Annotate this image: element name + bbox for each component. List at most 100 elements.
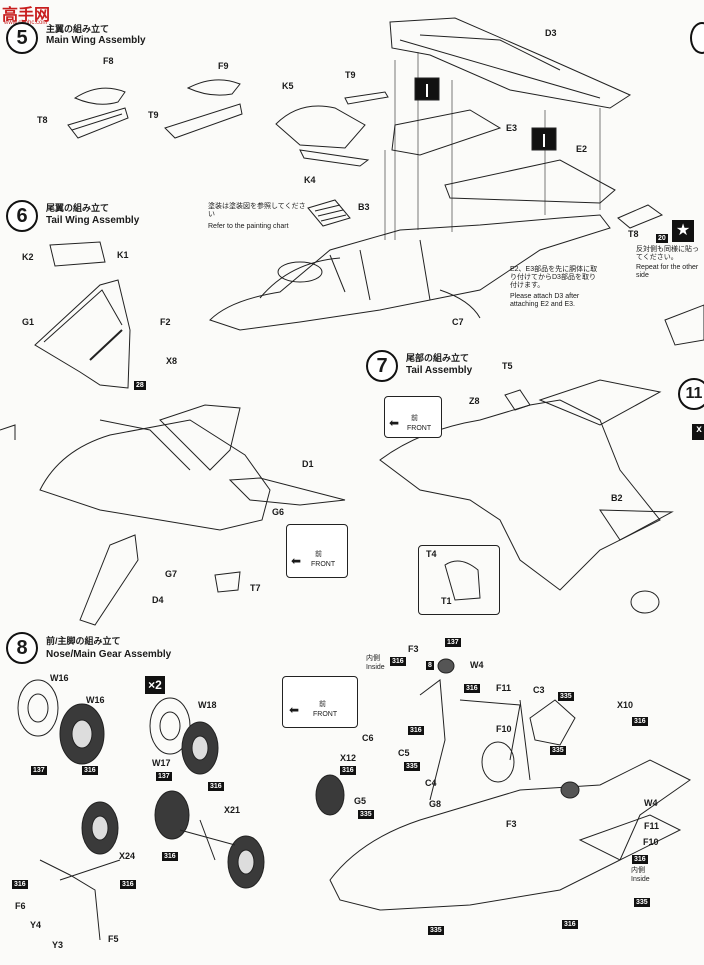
paint-code-28: 28	[134, 381, 146, 390]
part-label-f9: F9	[218, 61, 229, 71]
part-label-b2: B2	[611, 493, 623, 503]
e2-panel-drawing	[444, 159, 616, 204]
part-label-w17: W17	[152, 758, 171, 768]
paint-code-335: 335	[428, 926, 444, 935]
paint-code-335: 335	[550, 746, 566, 755]
part-label-d4: D4	[152, 595, 164, 605]
front-label-en: FRONT	[313, 711, 338, 718]
part-label-y4: Y4	[30, 920, 42, 930]
part-label-g5: G5	[354, 796, 367, 806]
part-label-t9-2: T9	[345, 70, 356, 80]
paint-code-316: 316	[562, 920, 578, 929]
part-label-x8: X8	[166, 356, 178, 366]
front-indicator-step6: 前 FRONT ⬅	[286, 524, 348, 578]
paint-code-137: 137	[156, 772, 172, 781]
paint-code-335: 335	[634, 898, 650, 907]
part-label-k1: K1	[117, 250, 129, 260]
paint-code-316: 316	[162, 852, 178, 861]
part-label-g6: G6	[272, 507, 285, 517]
paint-code-335: 335	[358, 810, 374, 819]
part-label-f2: F2	[160, 317, 171, 327]
wheel-w16-drawing	[17, 679, 105, 765]
paint-code-335: 335	[558, 692, 574, 701]
part-label-t1: T1	[441, 596, 452, 606]
part-label-f8: F8	[103, 56, 114, 66]
part-label-k2: K2	[22, 252, 34, 262]
step-next-partial	[690, 22, 704, 54]
paint-code-316: 316	[208, 782, 224, 791]
paint-code-316: 316	[390, 657, 406, 666]
step-5-title-en: Main Wing Assembly	[46, 35, 146, 46]
star-icon: ★	[672, 220, 694, 242]
step-7-number: 7	[366, 350, 398, 382]
part-label-c7: C7	[452, 317, 464, 327]
watermark-logo: 高手网	[2, 7, 51, 24]
paint-code-316: 316	[82, 766, 98, 775]
part-label-w4: W4	[470, 660, 484, 670]
paint-code-316: 316	[340, 766, 356, 775]
multiplier-badge: ×2	[145, 676, 165, 694]
part-label-g8: G8	[429, 799, 442, 809]
front-label-jp: 前	[315, 551, 322, 558]
part-label-c4: C4	[425, 778, 437, 788]
paint-code-137: 137	[445, 638, 461, 647]
front-label-en: FRONT	[407, 425, 432, 432]
arrow-left-icon: ⬅	[289, 703, 300, 717]
part-label-x24: X24	[119, 851, 136, 861]
part-label-t8-right: T8	[628, 229, 639, 239]
part-label-w4-right: W4	[644, 798, 658, 808]
paint-code-8: 8	[426, 661, 434, 670]
part-label-c5: C5	[398, 748, 410, 758]
part-label-t7: T7	[250, 583, 261, 593]
part-label-b3: B3	[358, 202, 370, 212]
step-5-title-jp: 主翼の組み立て	[46, 24, 110, 34]
part-label-w16: W16	[50, 673, 69, 683]
step-11-number: 11	[678, 378, 704, 410]
part-label-x21: X21	[224, 805, 241, 815]
inside-label-jp: 内側	[366, 655, 380, 662]
fuselage-step6-drawing	[39, 419, 271, 531]
d3-wing-drawing	[389, 17, 632, 109]
step-7-title-jp: 尾部の組み立て	[406, 353, 470, 363]
part-label-k5: K5	[282, 81, 294, 91]
step-8-title-jp: 前/主脚の組み立て	[46, 636, 121, 646]
part-label-z8: Z8	[469, 396, 480, 406]
repeat-note-en: Repeat for the other side	[636, 264, 699, 280]
attach-note-en: Please attach D3 after attaching E2 and …	[510, 293, 580, 309]
paint-note-en: Refer to the painting chart	[208, 223, 289, 230]
front-label-jp: 前	[319, 701, 326, 708]
paint-code-137: 137	[31, 766, 47, 775]
paint-code-335: 335	[404, 762, 420, 771]
front-indicator-step8: 前 FRONT ⬅	[282, 676, 358, 728]
paint-code-316: 316	[632, 717, 648, 726]
front-label-jp: 前	[411, 415, 418, 422]
paint-code-316: 316	[464, 684, 480, 693]
fuselage-step7-drawing	[379, 399, 661, 591]
side-mark-x: x	[692, 424, 704, 440]
part-label-f11: F11	[496, 683, 512, 693]
f8-t8-part-drawing	[67, 87, 129, 139]
repeat-note-jp: 反対側も同様に貼ってください。	[636, 246, 699, 262]
part-label-f10-right: F10	[643, 837, 659, 847]
part-label-x12: X12	[340, 753, 357, 763]
step-6-number: 6	[6, 200, 38, 232]
part-label-y3: Y3	[52, 940, 64, 950]
part-label-f3: F3	[408, 644, 419, 654]
inside-label-en: Inside	[366, 664, 385, 671]
part-label-t4: T4	[426, 549, 437, 559]
inside-label-jp-right: 内側	[631, 867, 645, 874]
part-label-w16-2: W16	[86, 695, 105, 705]
step-8-number: 8	[6, 632, 38, 664]
front-label-en: FRONT	[311, 561, 336, 568]
paint-note-jp: 塗装は塗装図を参照してください	[208, 203, 306, 219]
part-label-f3-right: F3	[506, 819, 517, 829]
part-label-d3: D3	[545, 28, 557, 38]
k5-panel-drawing	[275, 105, 366, 149]
fuselage-step8-drawing	[329, 759, 691, 911]
paint-code-20: 20	[656, 234, 668, 243]
wheel-w17-w18-drawing	[149, 697, 219, 775]
f9-t9-part-drawing	[164, 79, 243, 139]
part-label-c6: C6	[362, 733, 374, 743]
